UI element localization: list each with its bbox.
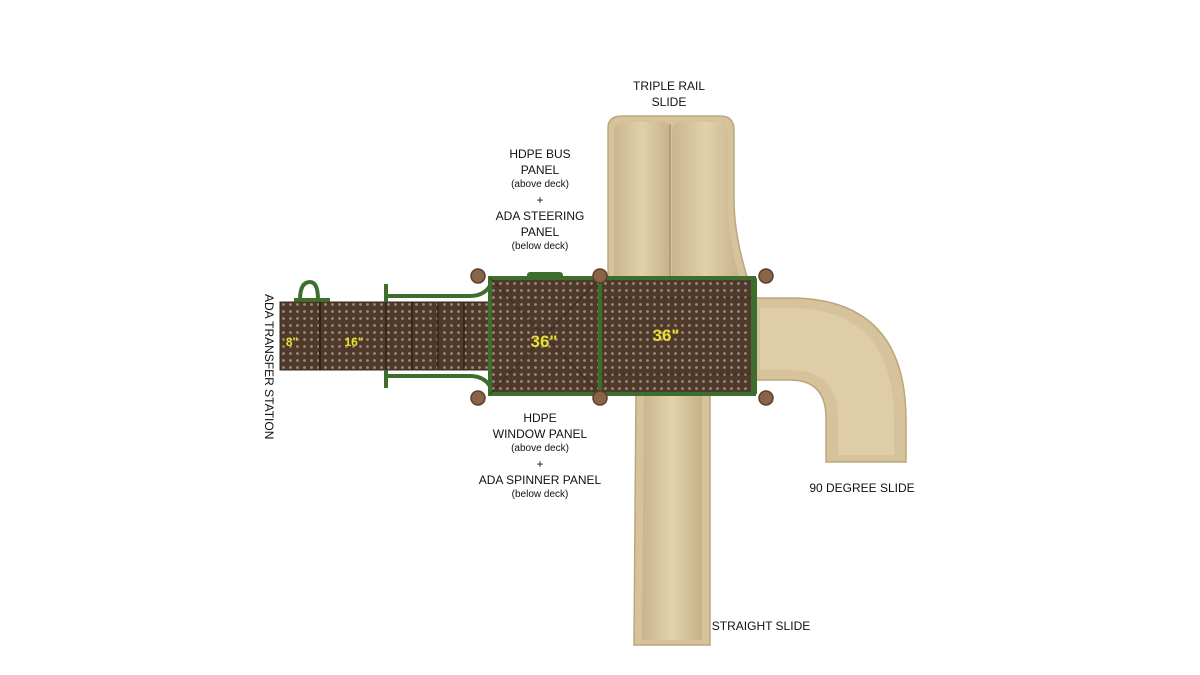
label-window-panel: HDPE WINDOW PANEL (above deck) + ADA SPI…	[478, 411, 602, 500]
label-triple-rail-slide: TRIPLE RAIL SLIDE	[632, 79, 706, 109]
ada-transfer-station	[279, 279, 494, 391]
deck-left	[488, 272, 602, 396]
label-bus-panel: HDPE BUS PANEL (above deck) + ADA STEERI…	[495, 147, 585, 252]
deck-right	[598, 276, 757, 396]
measurement-8: 8"	[286, 335, 298, 349]
measurement-16: 16"	[344, 335, 363, 349]
label-straight-slide: STRAIGHT SLIDE	[711, 619, 811, 633]
label-ada-transfer-station: ADA TRANSFER STATION	[262, 294, 276, 440]
label-90-degree-slide: 90 DEGREE SLIDE	[809, 481, 915, 495]
measurement-36-right: 36"	[653, 326, 680, 345]
straight-slide	[633, 389, 711, 646]
triple-rail-slide	[607, 115, 750, 281]
measurement-36-left: 36"	[531, 332, 558, 351]
deck-posts	[470, 268, 774, 406]
ninety-degree-slide	[755, 297, 907, 463]
